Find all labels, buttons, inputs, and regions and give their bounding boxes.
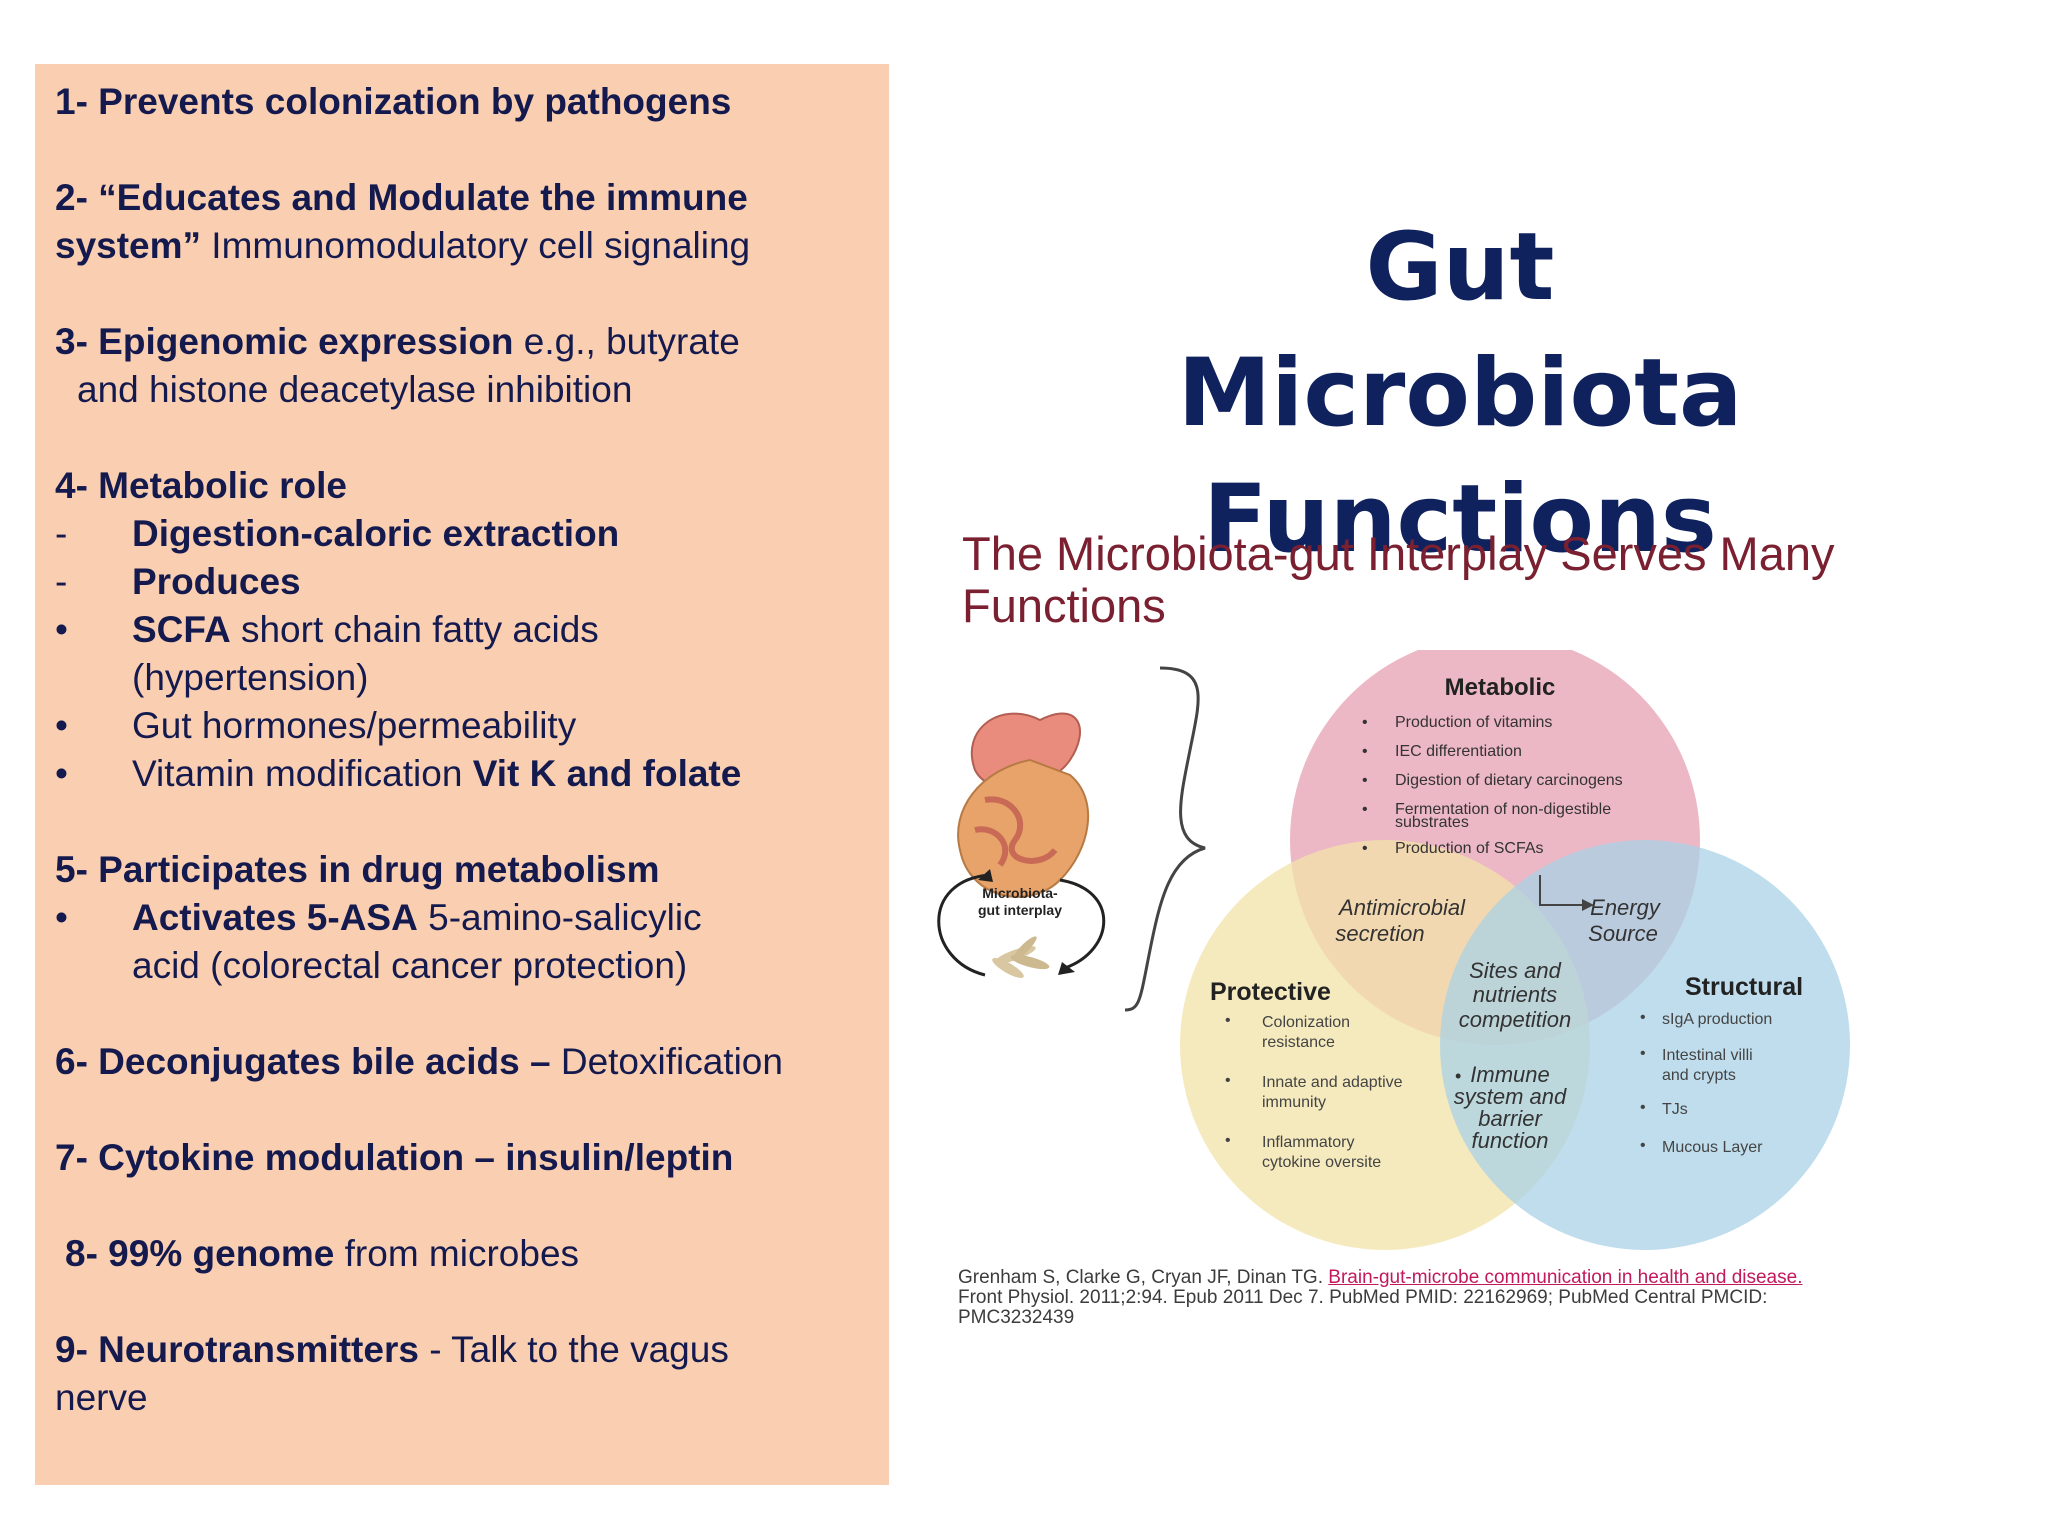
structural-circle xyxy=(1440,840,1850,1250)
structural-item: Mucous Layer xyxy=(1662,1139,1763,1156)
item-4: 4- Metabolic role xyxy=(55,465,347,506)
metabolic-item: Production of SCFAs xyxy=(1395,840,1544,857)
gut-illustration-icon xyxy=(957,712,1090,898)
venn-diagram: Microbiota- gut interplay Metabolic • Pro… xyxy=(937,650,1850,1250)
metabolic-title: Metabolic xyxy=(1445,674,1556,701)
overlap-immune: barrier xyxy=(1478,1106,1543,1131)
metabolic-item: Fermentation of non-digestible xyxy=(1395,801,1611,818)
item-2-line1: 2- “Educates and Modulate the immune xyxy=(55,177,748,218)
figure-title-line1: The Microbiota-gut Interplay Serves Many xyxy=(962,527,1835,580)
bacteria-icon xyxy=(992,936,1050,978)
item-8: 8- 99% genome from microbes xyxy=(65,1233,580,1274)
item-9-cont: nerve xyxy=(55,1377,148,1418)
cycle-arrow-right-icon xyxy=(1059,878,1106,970)
item-5: 5- Participates in drug metabolism xyxy=(55,849,660,890)
protective-item: cytokine oversite xyxy=(1262,1154,1381,1171)
citation-link[interactable]: Brain-gut-microbe communication in healt… xyxy=(1328,1267,1803,1288)
svg-text:•: • xyxy=(1640,1009,1646,1026)
svg-text:•: • xyxy=(1225,1012,1231,1029)
protective-item: immunity xyxy=(1262,1094,1326,1111)
citation-line1: Grenham S, Clarke G, Cryan JF, Dinan TG.… xyxy=(958,1267,1803,1288)
structural-item: sIgA production xyxy=(1662,1011,1772,1028)
structural-item: Intestinal villi xyxy=(1662,1047,1753,1064)
svg-text:•: • xyxy=(1640,1137,1646,1154)
overlap-antimicrobial: secretion xyxy=(1335,921,1424,946)
overlap-immune: Immune xyxy=(1470,1062,1549,1087)
svg-text:•: • xyxy=(1362,772,1368,789)
energy-arrow-icon xyxy=(1539,875,1582,906)
functions-panel: 1- Prevents colonization by pathogens 2-… xyxy=(35,64,889,1485)
structural-item: TJs xyxy=(1662,1101,1688,1118)
citation-line2: Front Physiol. 2011;2:94. Epub 2011 Dec … xyxy=(958,1287,1768,1308)
overlap-sites: Sites and xyxy=(1469,958,1561,983)
brace-icon xyxy=(1124,666,1206,1012)
gut-label-line1: Microbiota- xyxy=(982,885,1058,901)
overlap-antimicrobial: Antimicrobial xyxy=(1337,895,1466,920)
protective-item: Colonization xyxy=(1262,1014,1350,1031)
item-6: 6- Deconjugates bile acids – Detoxificat… xyxy=(55,1041,783,1082)
protective-item: Innate and adaptive xyxy=(1262,1074,1403,1091)
structural-item: and crypts xyxy=(1662,1067,1736,1084)
slide-title: Gut Microbiota Functions xyxy=(1070,205,1850,583)
figure-title-line2: Functions xyxy=(962,579,1166,632)
item-2-line2: system” Immunomodulatory cell signaling xyxy=(55,225,751,266)
citation: Grenham S, Clarke G, Cryan JF, Dinan TG.… xyxy=(958,1268,1958,1328)
overlap-immune: system and xyxy=(1454,1084,1567,1109)
svg-text:•: • xyxy=(1362,801,1368,818)
figure-title: The Microbiota-gut Interplay Serves Many… xyxy=(962,528,1962,632)
overlap-energy: Source xyxy=(1588,921,1658,946)
metabolic-item: Digestion of dietary carcinogens xyxy=(1395,772,1623,789)
item-3-line1: 3- Epigenomic expression e.g., butyrate xyxy=(55,321,740,362)
item-7: 7- Cytokine modulation – insulin/leptin xyxy=(55,1137,734,1178)
gut-label-line2: gut interplay xyxy=(978,902,1062,918)
overlap-energy: Energy xyxy=(1590,895,1662,920)
item-9: 9- Neurotransmitters - Talk to the vagus xyxy=(55,1329,729,1370)
protective-item: resistance xyxy=(1262,1034,1335,1051)
svg-text:•: • xyxy=(1225,1072,1231,1089)
svg-text:•: • xyxy=(1362,714,1368,731)
svg-text:•: • xyxy=(1640,1045,1646,1062)
overlap-sites: nutrients xyxy=(1473,982,1557,1007)
item-3-line2: and histone deacetylase inhibition xyxy=(77,369,633,410)
protective-title: Protective xyxy=(1210,978,1331,1006)
cycle-arrow-left-icon xyxy=(937,873,991,977)
svg-text:•: • xyxy=(1455,1066,1461,1086)
svg-text:•: • xyxy=(1640,1099,1646,1116)
item-1: 1- Prevents colonization by pathogens xyxy=(55,81,732,122)
citation-line3: PMC3232439 xyxy=(958,1307,1075,1328)
svg-text:•: • xyxy=(1362,743,1368,760)
slide-title-line2: Functions xyxy=(1203,465,1717,574)
svg-text:•: • xyxy=(1362,840,1368,857)
protective-item: Inflammatory xyxy=(1262,1134,1354,1151)
svg-text:•: • xyxy=(1225,1132,1231,1149)
metabolic-item: Production of vitamins xyxy=(1395,714,1552,731)
overlap-sites: competition xyxy=(1459,1007,1572,1032)
structural-title: Structural xyxy=(1685,973,1803,1001)
slide-title-line1: Gut Microbiota xyxy=(1177,213,1743,448)
overlap-immune: function xyxy=(1471,1128,1548,1153)
metabolic-item: IEC differentiation xyxy=(1395,743,1522,760)
metabolic-item: substrates xyxy=(1395,814,1469,831)
